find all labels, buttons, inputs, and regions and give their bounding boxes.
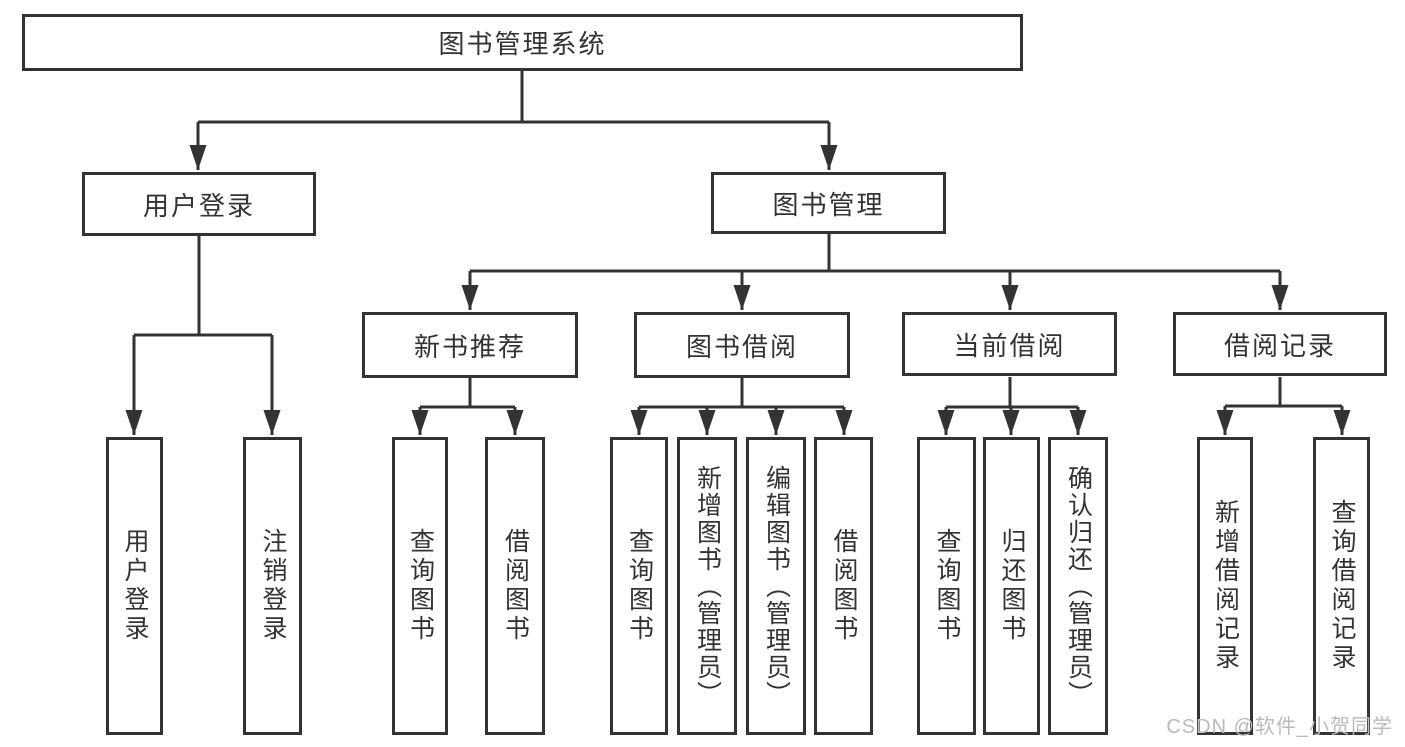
leaf-cb-confirm-return-admin: 确认归还（管理员） xyxy=(1048,437,1108,735)
leaf-bb-add-book-admin: 新增图书（管理员） xyxy=(677,437,737,735)
csdn-watermark: CSDN @软件_小贺同学 xyxy=(1166,716,1393,738)
node-book-management: 图书管理 xyxy=(711,172,946,234)
node-current-borrowing: 当前借阅 xyxy=(902,312,1117,376)
node-borrowing-records: 借阅记录 xyxy=(1173,312,1387,376)
connector-lines xyxy=(134,70,1342,409)
leaf-bb-borrow-book: 借阅图书 xyxy=(814,437,873,735)
leaf-nbr-query-book: 查询图书 xyxy=(392,437,448,735)
leaf-bb-query-book: 查询图书 xyxy=(610,437,668,735)
leaf-cb-query-book: 查询图书 xyxy=(917,437,976,735)
leaf-logout: 注销登录 xyxy=(243,437,302,735)
node-root: 图书管理系统 xyxy=(22,14,1023,71)
leaf-nbr-borrow-book: 借阅图书 xyxy=(485,437,545,735)
node-book-borrowing: 图书借阅 xyxy=(634,312,850,378)
leaf-cb-return-book: 归还图书 xyxy=(983,437,1040,735)
node-user-login: 用户登录 xyxy=(82,172,316,236)
leaf-br-add-record: 新增借阅记录 xyxy=(1197,437,1253,735)
leaf-bb-edit-book-admin: 编辑图书（管理员） xyxy=(746,437,806,735)
node-new-book-recommendation: 新书推荐 xyxy=(362,312,578,378)
leaf-user-login: 用户登录 xyxy=(106,437,163,735)
leaf-br-query-record: 查询借阅记录 xyxy=(1313,437,1370,735)
